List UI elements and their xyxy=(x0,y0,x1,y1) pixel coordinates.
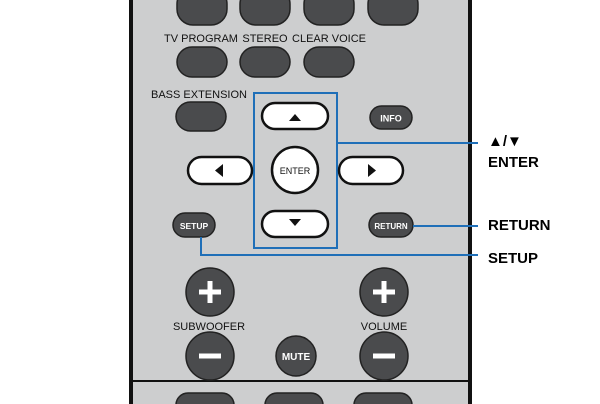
up-arrow-icon xyxy=(289,114,301,121)
top-button-4[interactable] xyxy=(367,0,419,26)
label-subwoofer: SUBWOOFER xyxy=(173,321,245,333)
label-tv-program: TV PROGRAM xyxy=(164,33,238,45)
mute-button[interactable] xyxy=(275,335,317,377)
cursor-group-highlight xyxy=(253,92,338,249)
top-button-1[interactable] xyxy=(176,0,228,26)
bottom-button-1[interactable] xyxy=(175,392,235,404)
mute-button-label: MUTE xyxy=(282,352,311,363)
return-button-label: RETURN xyxy=(374,222,408,231)
right-arrow-icon xyxy=(368,164,376,177)
callout-line-setup xyxy=(200,237,478,256)
top-button-3[interactable] xyxy=(303,0,355,26)
setup-button[interactable] xyxy=(172,212,216,238)
label-bass-extension: BASS EXTENSION xyxy=(151,89,247,101)
callout-setup: SETUP xyxy=(488,250,539,267)
callout-return: RETURN xyxy=(488,217,551,234)
down-arrow-icon xyxy=(289,219,301,226)
info-button-label: INFO xyxy=(380,114,402,124)
plus-icon xyxy=(199,281,221,303)
enter-button[interactable] xyxy=(270,145,320,195)
top-button-2[interactable] xyxy=(239,0,291,26)
callout-enter: ENTER xyxy=(488,154,539,171)
label-volume: VOLUME xyxy=(361,321,407,333)
left-arrow-icon xyxy=(215,164,223,177)
callout-arrows: ▲/▼ xyxy=(488,133,522,150)
bottom-button-2[interactable] xyxy=(264,392,324,404)
plus-icon xyxy=(373,281,395,303)
bottom-button-3[interactable] xyxy=(353,392,413,404)
tv-program-button[interactable] xyxy=(176,46,228,78)
minus-icon xyxy=(199,353,221,359)
label-clear-voice: CLEAR VOICE xyxy=(292,33,366,45)
setup-button-label: SETUP xyxy=(180,221,209,231)
clear-voice-button[interactable] xyxy=(303,46,355,78)
enter-button-label: ENTER xyxy=(280,166,311,176)
label-stereo: STEREO xyxy=(242,33,288,45)
info-button[interactable] xyxy=(369,105,413,130)
minus-icon xyxy=(373,353,395,359)
bass-extension-button[interactable] xyxy=(175,101,227,132)
stereo-button[interactable] xyxy=(239,46,291,78)
